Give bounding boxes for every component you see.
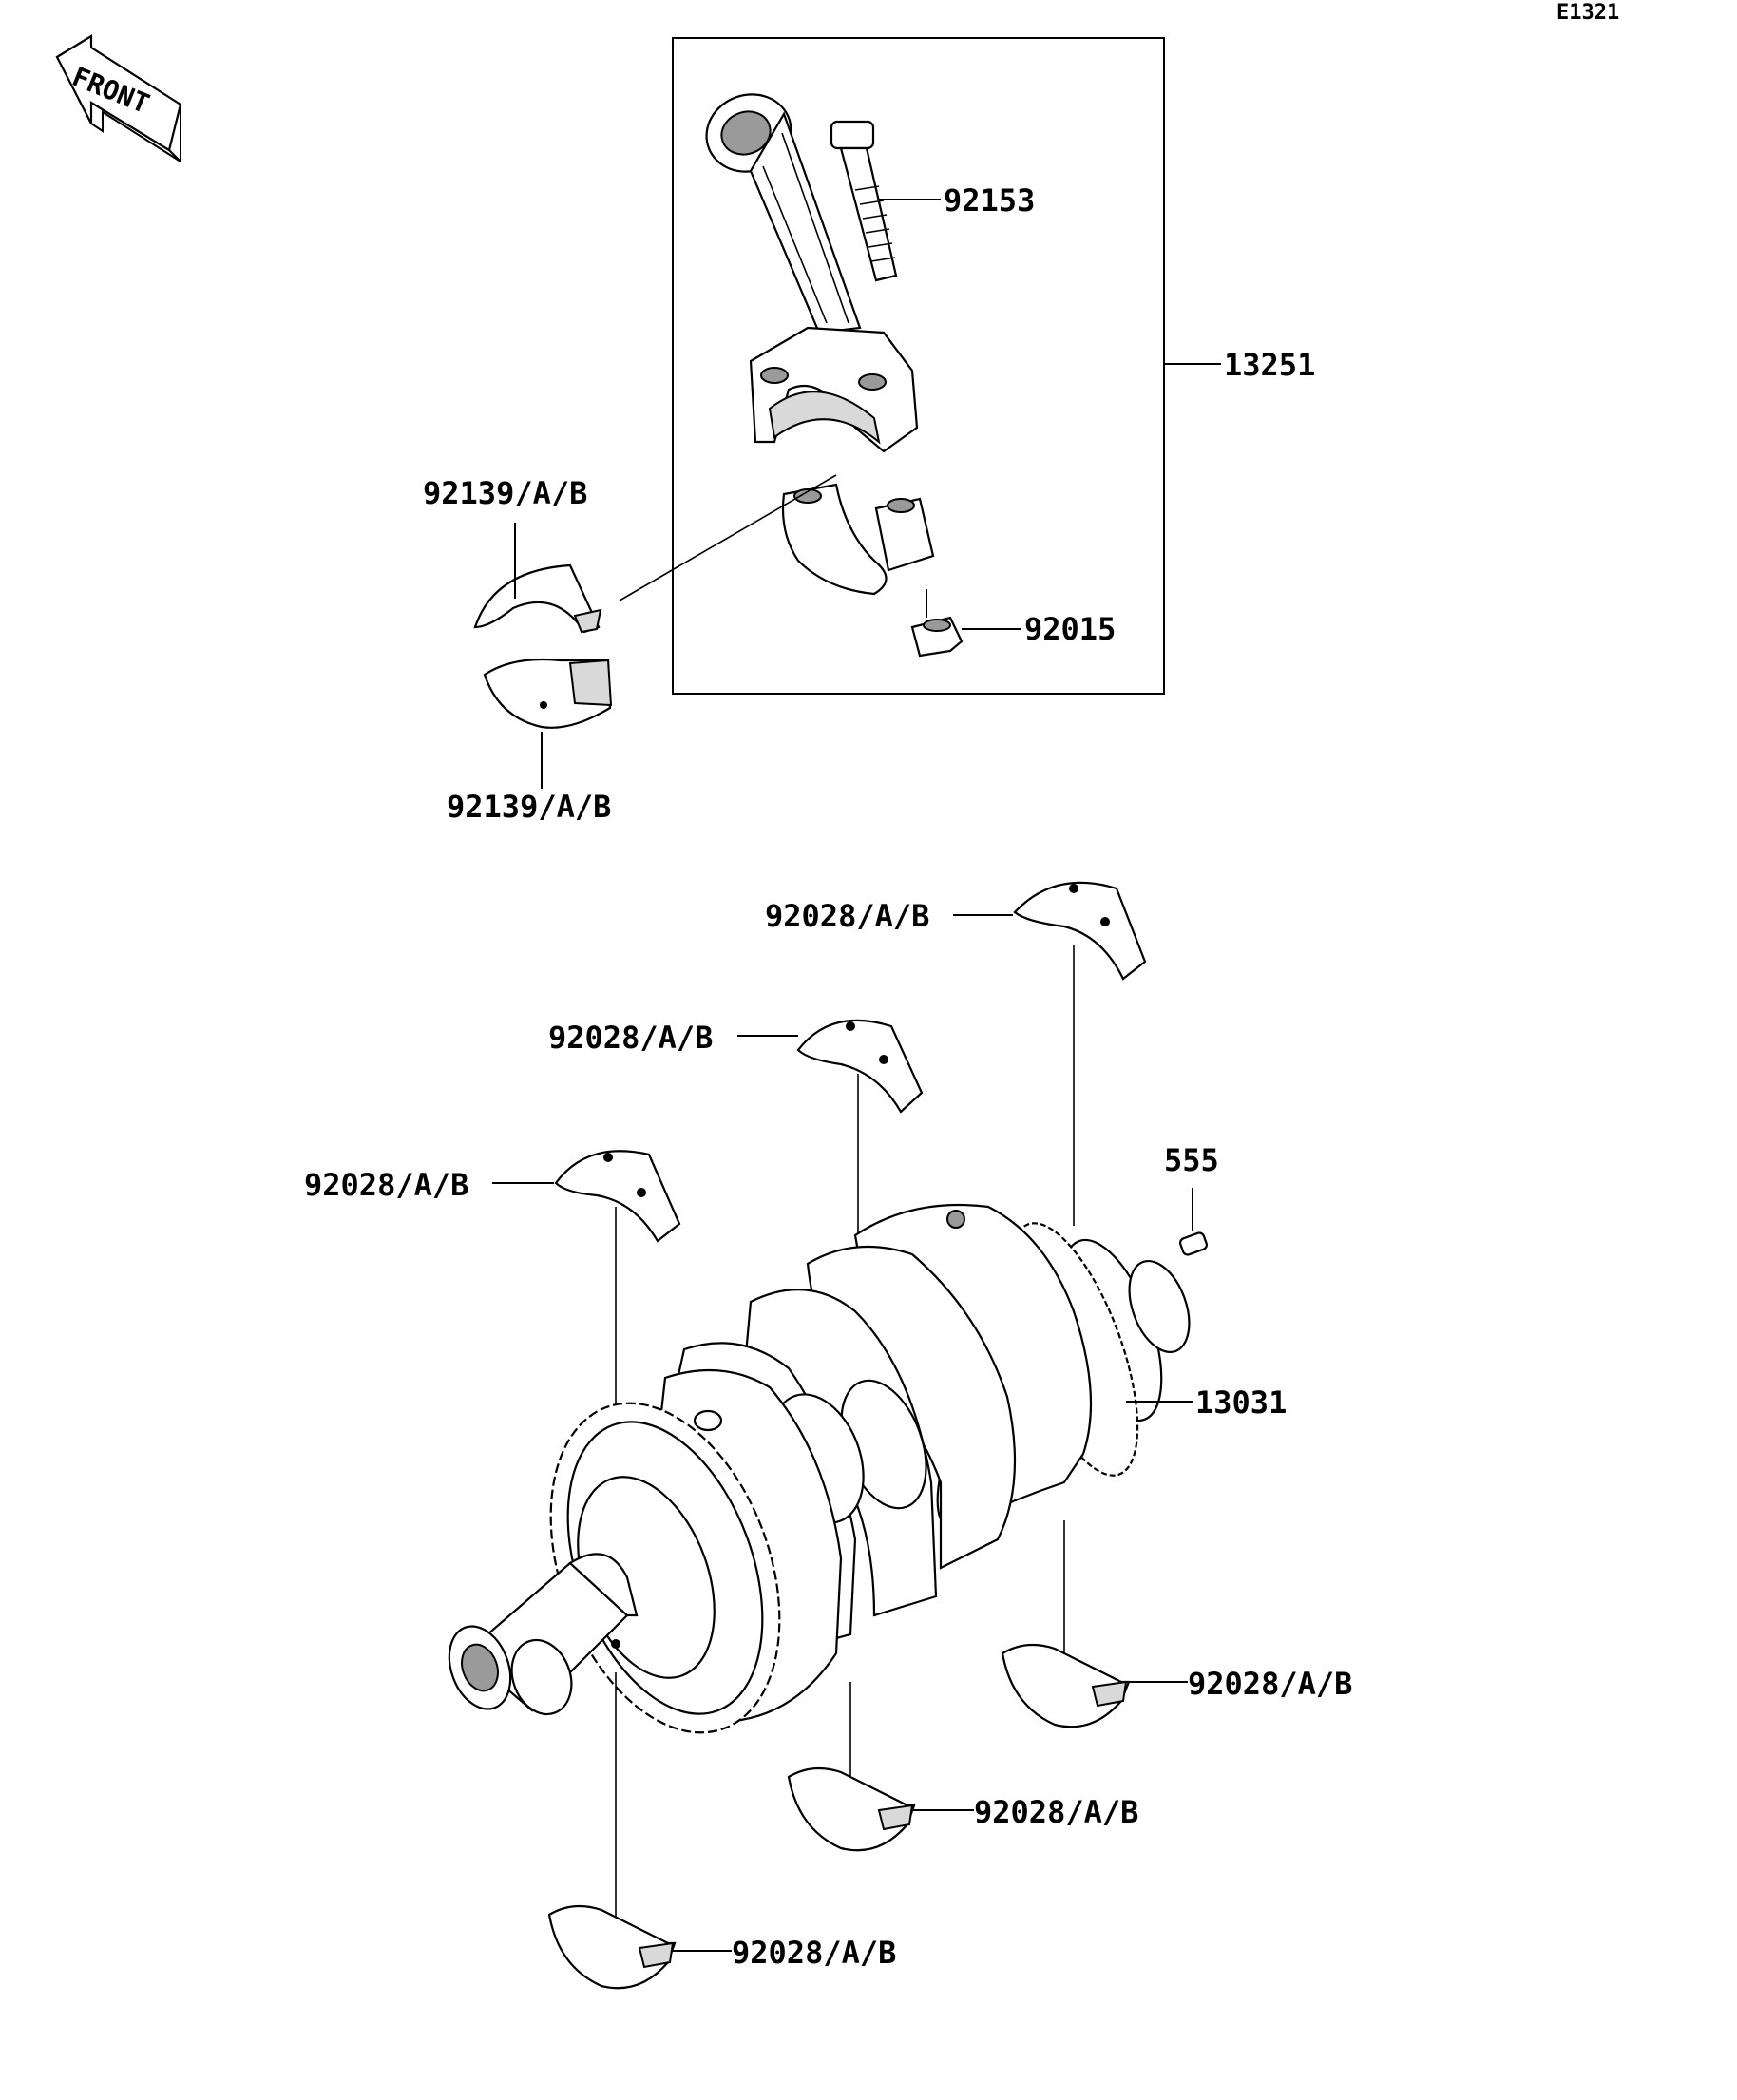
callout-main-bearing-2: 92028/A/B <box>548 1020 713 1056</box>
callout-main-bearing-3: 92028/A/B <box>304 1167 468 1203</box>
dowel-pin <box>1179 1231 1208 1256</box>
connecting-rod <box>705 93 919 453</box>
diagram-id: E1321 <box>1556 1 1619 25</box>
conrod-nut <box>910 616 964 658</box>
callout-bolt: 92153 <box>944 182 1035 219</box>
callout-crankshaft: 13031 <box>1195 1384 1287 1421</box>
main-bearing-3 <box>554 1150 681 1243</box>
main-bearing-6 <box>547 1904 677 1990</box>
conrod-bolt <box>830 120 898 282</box>
callout-conrod-bearing-upper: 92139/A/B <box>423 475 587 511</box>
main-bearing-4 <box>1001 1643 1131 1728</box>
main-bearing-5 <box>787 1766 916 1852</box>
conrod-bearing-upper <box>473 563 602 634</box>
callout-main-bearing-6: 92028/A/B <box>732 1935 896 1971</box>
main-bearing-2 <box>796 1019 924 1114</box>
main-bearing-1 <box>1013 881 1147 981</box>
leader-cap-to-bearing <box>619 474 837 601</box>
callout-pin: 555 <box>1164 1142 1219 1178</box>
front-arrow-icon: FRONT <box>55 34 182 163</box>
conrod-cap <box>781 483 935 596</box>
callout-conrod-bearing-lower: 92139/A/B <box>447 789 611 825</box>
callout-nut: 92015 <box>1024 611 1116 647</box>
conrod-assembly-box <box>672 37 1165 695</box>
callout-main-bearing-1: 92028/A/B <box>765 898 929 934</box>
callout-main-bearing-5: 92028/A/B <box>974 1794 1138 1830</box>
crankshaft <box>448 1203 1191 1734</box>
callout-main-bearing-4: 92028/A/B <box>1188 1666 1352 1702</box>
callout-conrod-assembly: 13251 <box>1224 347 1315 383</box>
conrod-bearing-lower <box>483 658 613 729</box>
